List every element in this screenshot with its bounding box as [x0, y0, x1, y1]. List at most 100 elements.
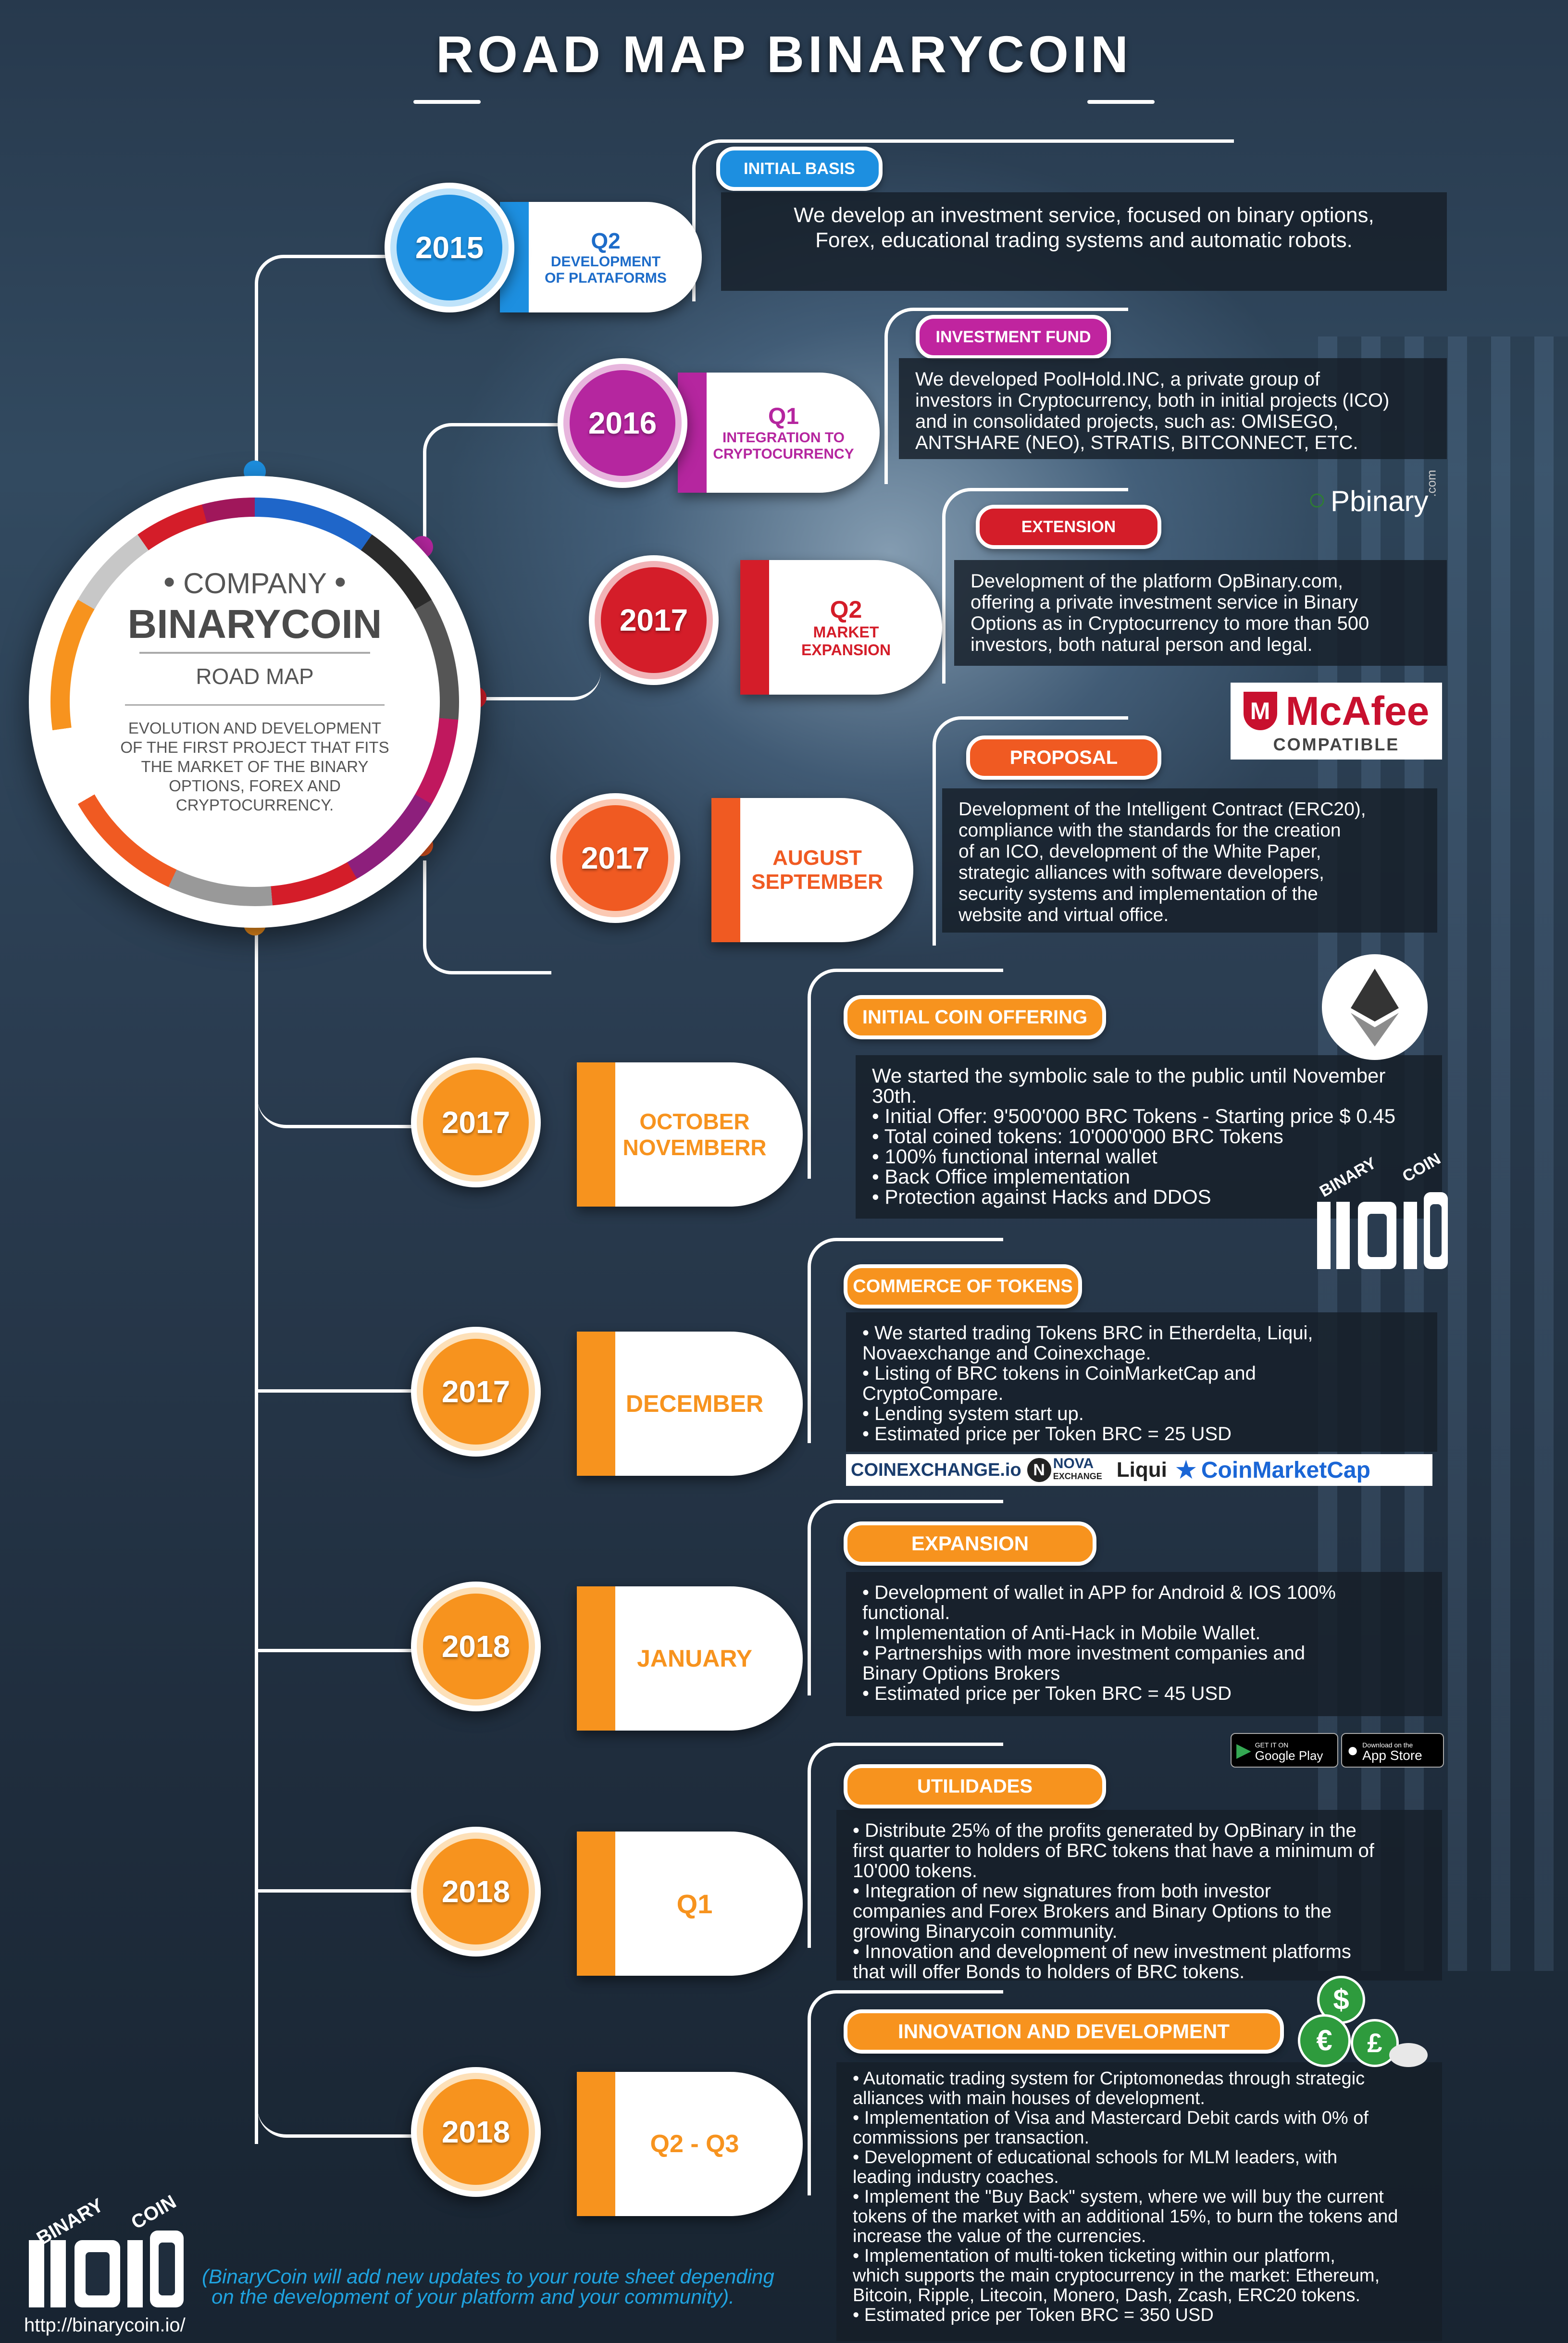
google-play-label: Google Play	[1255, 1748, 1323, 1763]
company-label: COMPANY	[183, 567, 326, 599]
text-line: • Estimated price per Token BRC = 45 USD	[862, 1683, 1232, 1704]
text-line: of an ICO, development of the White Pape…	[958, 841, 1321, 862]
year-label: 2017	[562, 805, 668, 911]
binarycoin-logo-mid: BINARY COIN	[1312, 1144, 1452, 1279]
bracket-2016	[884, 308, 1128, 484]
connector-2018a	[258, 1529, 431, 1652]
nova-text: NOVA	[1053, 1456, 1094, 1471]
company-divider-1	[139, 652, 370, 654]
text-line: and in consolidated projects, such as: O…	[915, 411, 1339, 432]
coinmarketcap-logo: CoinMarketCap	[1201, 1457, 1370, 1483]
money-coins-icon: $ € £	[1288, 1976, 1432, 2072]
period-title: DECEMBER	[625, 1390, 764, 1417]
year-circle-2018-q1: 2018	[411, 1827, 541, 1957]
text-line: functional.	[862, 1602, 950, 1623]
title-line-left	[413, 100, 481, 104]
text-line: • Lending system start up.	[862, 1403, 1084, 1424]
period-sub: OF PLATAFORMS	[545, 270, 667, 286]
bracket-2018a	[808, 1500, 1003, 1695]
page-title: ROAD MAP BINARYCOIN	[436, 25, 1132, 83]
period-text: Q2 DEVELOPMENT OF PLATAFORMS	[538, 202, 673, 312]
period-text: JANUARY	[615, 1586, 774, 1731]
year-circle-2018-q2q3: 2018	[411, 2067, 541, 2197]
period-text: DECEMBER	[615, 1332, 774, 1476]
text-line: leading industry coaches.	[853, 2167, 1059, 2187]
period-label-2017-dec: DECEMBER	[577, 1332, 803, 1476]
nova-logo: NOVA EXCHANGE	[1053, 1456, 1102, 1483]
ethereum-icon	[1322, 954, 1428, 1060]
header: ROAD MAP BINARYCOIN	[0, 0, 1568, 111]
google-play-button[interactable]: ▶ GET IT ON Google Play	[1231, 1733, 1338, 1768]
app-store-label: App Store	[1362, 1748, 1422, 1763]
text-line: • Partnerships with more investment comp…	[862, 1643, 1306, 1664]
text-box-2017-q2: Development of the platform OpBinary.com…	[954, 560, 1447, 666]
company-subtitle: ROAD MAP	[196, 664, 314, 689]
bullet-dot-left: •	[163, 563, 175, 600]
period-text: Q2 - Q3	[615, 2072, 774, 2216]
text-line: first quarter to holders of BRC tokens t…	[853, 1840, 1374, 1861]
text-line: • Estimated price per Token BRC = 25 USD	[862, 1423, 1232, 1445]
year-label: 2017	[423, 1339, 529, 1445]
year-circle-2016: 2016	[558, 358, 687, 488]
badge-utilidades: UTILIDADES	[844, 1764, 1106, 1808]
period-title: JANUARY	[637, 1645, 752, 1672]
text-line: Forex, educational trading systems and a…	[815, 228, 1353, 252]
app-store-button[interactable]: ● Download on the App Store	[1341, 1733, 1444, 1768]
text-box-2017-oct: We started the symbolic sale to the publ…	[856, 1055, 1442, 1219]
text-line: Development of the platform OpBinary.com…	[971, 571, 1344, 592]
text-line: • Distribute 25% of the profits generate…	[853, 1820, 1356, 1841]
year-circle-2017-q2: 2017	[589, 555, 719, 685]
text-line: growing Binarycoin community.	[853, 1921, 1118, 1942]
period-text: Q1 INTEGRATION TO CRYPTOCURRENCY	[713, 373, 854, 493]
badge-extension: EXTENSION	[976, 505, 1161, 549]
text-box-2018-q2q3: • Automatic trading system for Criptomon…	[836, 2062, 1442, 2341]
period-label-2017-aug: AUGUST SEPTEMBER	[711, 798, 913, 942]
badge-investment-fund: INVESTMENT FUND	[916, 315, 1111, 359]
text-line: 10'000 tokens.	[853, 1860, 977, 1882]
text-line: Novaexchange and Coinexchage.	[862, 1343, 1151, 1364]
year-circle-2017-oct: 2017	[411, 1058, 541, 1187]
nova-sub: EXCHANGE	[1053, 1471, 1102, 1481]
text-line: security systems and implementation of t…	[958, 884, 1318, 904]
mcafee-sub: COMPATIBLE	[1273, 734, 1400, 754]
text-box-2015: We develop an investment service, focuse…	[721, 192, 1447, 291]
text-box-2018-q1: • Distribute 25% of the profits generate…	[836, 1810, 1442, 1982]
period-label-2017-oct: OCTOBER NOVEMBERR	[577, 1062, 803, 1207]
opbinary-text: Pbinary	[1331, 485, 1429, 517]
mcafee-name: McAfee	[1285, 688, 1430, 734]
footer-url[interactable]: http://binarycoin.io/	[24, 2315, 186, 2336]
google-play-small: GET IT ON	[1255, 1741, 1289, 1749]
period-bar	[577, 2072, 615, 2216]
year-circle-2017-aug: 2017	[550, 793, 680, 923]
year-circle-2015: 2015	[385, 183, 514, 312]
period-text: AUGUST SEPTEMBER	[750, 798, 884, 942]
app-store-small: Download on the	[1362, 1741, 1413, 1749]
company-description: EVOLUTION AND DEVELOPMENT OF THE FIRST P…	[70, 719, 440, 815]
text-line: that will offer Bonds to holders of BRC …	[853, 1961, 1245, 1982]
period-title: Q1	[768, 403, 799, 429]
year-label: 2018	[423, 2079, 529, 2185]
year-label: 2017	[601, 567, 707, 673]
text-line: • Listing of BRC tokens in CoinMarketCap…	[862, 1363, 1256, 1384]
text-line: alliances with main houses of developmen…	[853, 2088, 1205, 2108]
mcafee-shield-icon: M	[1243, 692, 1277, 730]
connector-2018b	[258, 1769, 431, 1893]
connector-2017c	[258, 1000, 431, 1128]
opbinary-com: .com	[1424, 470, 1439, 497]
period-sub: DEVELOPMENT	[550, 254, 661, 270]
text-line: • Back Office implementation	[872, 1165, 1130, 1188]
text-line: website and virtual office.	[958, 905, 1169, 925]
company-desc-line: EVOLUTION AND DEVELOPMENT	[128, 719, 382, 737]
period-title: SEPTEMBER	[751, 870, 883, 894]
text-line: 30th.	[872, 1084, 917, 1107]
text-line: compliance with the standards for the cr…	[958, 820, 1341, 841]
text-line: • Development of educational schools for…	[853, 2147, 1338, 2168]
text-line: ANTSHARE (NEO), STRATIS, BITCONNECT, ETC…	[915, 432, 1358, 453]
period-bar	[711, 798, 740, 942]
text-box-2018-jan: • Development of wallet in APP for Andro…	[846, 1572, 1442, 1716]
period-title: Q2	[830, 596, 862, 623]
text-line: • 100% functional internal wallet	[872, 1145, 1157, 1168]
period-title: AUGUST	[772, 846, 862, 870]
text-line: offering a private investment service in…	[971, 592, 1358, 613]
period-title: OCTOBER	[639, 1109, 750, 1134]
